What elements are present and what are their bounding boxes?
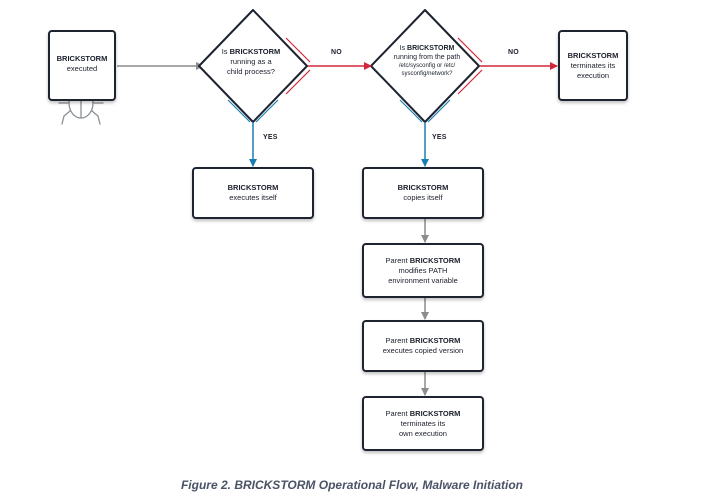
terminates-execution-node: BRICKSTORM terminates its execution [558, 30, 628, 101]
d2-line1: running from the path [393, 54, 461, 61]
modifies-path-node: Parent BRICKSTORM modifies PATH environm… [362, 243, 484, 298]
edge-label-no-1: NO [331, 49, 342, 56]
start-node: BRICKSTORM executed [48, 30, 116, 101]
path-line1: modifies PATH [398, 265, 448, 275]
term-pre: Parent [385, 408, 410, 418]
start-node-text: executed [66, 64, 98, 73]
d2-path1: /etc/sysconfig or /etc/ [398, 63, 456, 69]
d1-pre: Is [221, 47, 230, 56]
run-pre: Parent [385, 336, 410, 345]
edge-label-yes-2: YES [432, 134, 447, 141]
run-text: executes copied version [382, 346, 464, 355]
d2-pre: Is [399, 45, 408, 52]
figure-caption: Figure 2. BRICKSTORM Operational Flow, M… [180, 478, 524, 492]
d1-line2: child process? [227, 67, 275, 76]
path-pre: Parent [385, 255, 410, 265]
d2-path2: sysconfig/network? [401, 71, 453, 77]
copy-title: BRICKSTORM [397, 183, 449, 192]
self-line2: execution [576, 70, 610, 80]
term-title: BRICKSTORM [409, 408, 461, 418]
copies-itself-node: BRICKSTORM copies itself [362, 167, 484, 219]
edge-label-yes-1: YES [263, 134, 278, 141]
copy-text: copies itself [403, 193, 443, 202]
run-title: BRICKSTORM [409, 336, 461, 345]
decision-path-check-label: Is BRICKSTORM running from the path /etc… [378, 44, 476, 78]
exec-title: BRICKSTORM [227, 183, 279, 192]
d1-line1: running as a [230, 57, 272, 66]
self-line1: terminates its [570, 60, 616, 70]
exec-text: executes itself [229, 193, 277, 202]
term-line2: own execution [399, 428, 447, 438]
executes-copied-version-node: Parent BRICKSTORM executes copied versio… [362, 320, 484, 372]
self-title: BRICKSTORM [567, 50, 619, 60]
path-title: BRICKSTORM [409, 255, 461, 265]
decision-child-process-label: Is BRICKSTORM running as a child process… [207, 47, 295, 77]
decision-path-check [370, 9, 483, 123]
edge-label-no-2: NO [508, 49, 519, 56]
executes-itself-node: BRICKSTORM executes itself [192, 167, 314, 219]
terminates-own-execution-node: Parent BRICKSTORM terminates its own exe… [362, 396, 484, 451]
start-node-title: BRICKSTORM [56, 54, 108, 63]
term-line1: terminates its [400, 418, 446, 428]
path-line2: environment variable [388, 275, 458, 285]
d1-bold: BRICKSTORM [229, 47, 281, 56]
d2-bold: BRICKSTORM [407, 45, 455, 52]
